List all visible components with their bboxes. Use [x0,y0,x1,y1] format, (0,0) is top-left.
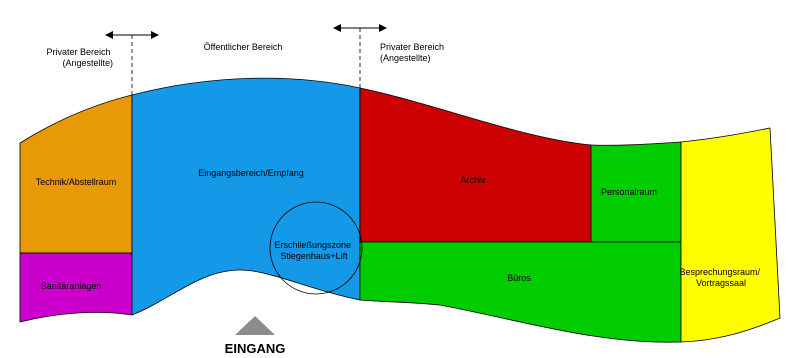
room-eingang [131,77,361,316]
label-erschliessung: Erschließungszone Stiegenhaus+Lift [274,240,353,261]
room-archiv [359,87,592,243]
label-sanitaer: Sanitäranlagen [41,281,102,291]
annotation-public: Öffentlicher Bereich [204,42,283,52]
erschliessung-circle [269,201,363,295]
label-eingang: Eingangsbereich/Empfang [198,168,304,178]
annotation-private-right: Privater Bereich (Angestellte) [380,42,447,63]
label-besprechung: Besprechungsraum/ Vortragssaal [679,267,762,288]
triangle-icon [235,316,275,335]
label-technik: Technik/Abstellraum [36,177,117,187]
entrance-label: EINGANG [225,341,286,356]
label-archiv: Archiv [460,175,486,185]
room-bueros [359,241,682,343]
room-besprechung [680,127,781,343]
annotation-private-left: Privater Bereich (Angestellte) [46,47,113,68]
label-personal: Personalraum [601,187,657,197]
room-technik [19,94,133,254]
label-bueros: Büros [507,273,531,283]
